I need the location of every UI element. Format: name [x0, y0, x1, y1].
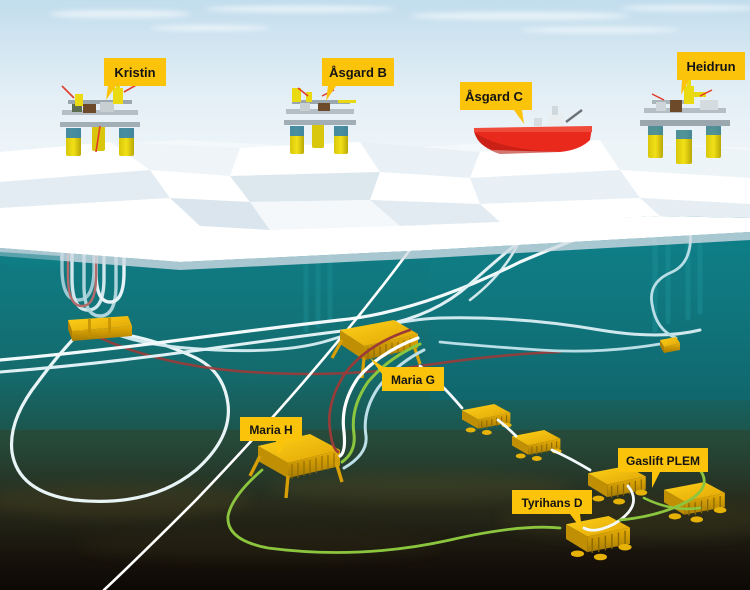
- clouds: [50, 5, 750, 33]
- heidrun-riser: [650, 224, 692, 340]
- platform-decks: [60, 100, 140, 127]
- platform-columns: [648, 126, 721, 164]
- loop-flowline: [9, 328, 230, 503]
- callout-labels: Kristin Åsgard B Åsgard C Heidrun Maria …: [104, 52, 745, 530]
- main-flowline-2: [0, 224, 542, 374]
- maria-h-template: [248, 434, 344, 499]
- label-maria-g[interactable]: Maria G: [370, 358, 444, 391]
- heidrun-platform: [640, 78, 730, 164]
- kristin-platform: [60, 80, 140, 156]
- label-kristin-text: Kristin: [114, 65, 155, 80]
- wellhead-unit: [462, 404, 512, 435]
- label-tyrihans-d[interactable]: Tyrihans D: [512, 490, 592, 530]
- label-asgard-b-text: Åsgard B: [329, 65, 387, 80]
- template-legs: [248, 455, 344, 499]
- flowline-mg-mh-white: [338, 336, 420, 458]
- sea-surface: [0, 138, 750, 270]
- label-heidrun[interactable]: Heidrun: [677, 52, 745, 95]
- platform-flare-boom: [651, 89, 713, 101]
- service-line-plem-tail: [642, 496, 702, 511]
- label-asgard-b[interactable]: Åsgard B: [322, 58, 394, 101]
- umbilical-line: [94, 334, 562, 376]
- asgard-c-vessel: [474, 106, 592, 154]
- surface-facets: [0, 140, 750, 236]
- label-gaslift-plem-text: Gaslift PLEM: [626, 454, 700, 468]
- template-frame-bars: [291, 453, 335, 479]
- label-gaslift-plem[interactable]: Gaslift PLEM: [618, 448, 708, 488]
- platform-decks: [640, 100, 730, 126]
- label-maria-h[interactable]: Maria H: [240, 417, 302, 456]
- platform-columns: [290, 124, 348, 154]
- wellhead-unit: [512, 430, 562, 461]
- wellhead-unit: [588, 466, 648, 505]
- surface-front-edge: [0, 216, 750, 262]
- vessel-crane: [565, 109, 583, 123]
- label-heidrun-text: Heidrun: [686, 59, 735, 74]
- heidrun-tieback: [438, 340, 662, 353]
- label-asgard-c[interactable]: Åsgard C: [460, 82, 532, 124]
- label-tyrihans-d-text: Tyrihans D: [521, 496, 582, 510]
- riser-base-manifold: [68, 316, 132, 341]
- wellhead-link-4: [582, 484, 635, 532]
- kristin-riser-loops: [60, 230, 126, 318]
- asgard-b-platform: [284, 87, 356, 154]
- vessel-superstructure: [548, 114, 564, 126]
- label-kristin[interactable]: Kristin: [104, 58, 166, 100]
- label-maria-h-text: Maria H: [249, 423, 292, 437]
- platform-columns: [66, 126, 134, 156]
- wellhead-link-3: [550, 448, 592, 472]
- service-line-south: [226, 468, 562, 554]
- deep-riser-line: [102, 234, 422, 590]
- flowline-mg-mh-blue: [342, 348, 426, 470]
- umbilical-mg-mh: [328, 328, 412, 454]
- subsea-wellhead-cluster: [462, 404, 727, 561]
- flowline-mg-mh-green: [340, 342, 422, 464]
- platform-derrick: [292, 88, 356, 103]
- platform-derrick: [684, 78, 706, 104]
- label-maria-g-text: Maria G: [391, 373, 435, 387]
- label-asgard-c-text: Åsgard C: [465, 89, 523, 104]
- platform-decks: [284, 100, 356, 125]
- tyrihans-plem-module: [660, 337, 680, 353]
- wellhead-link-2: [496, 418, 518, 438]
